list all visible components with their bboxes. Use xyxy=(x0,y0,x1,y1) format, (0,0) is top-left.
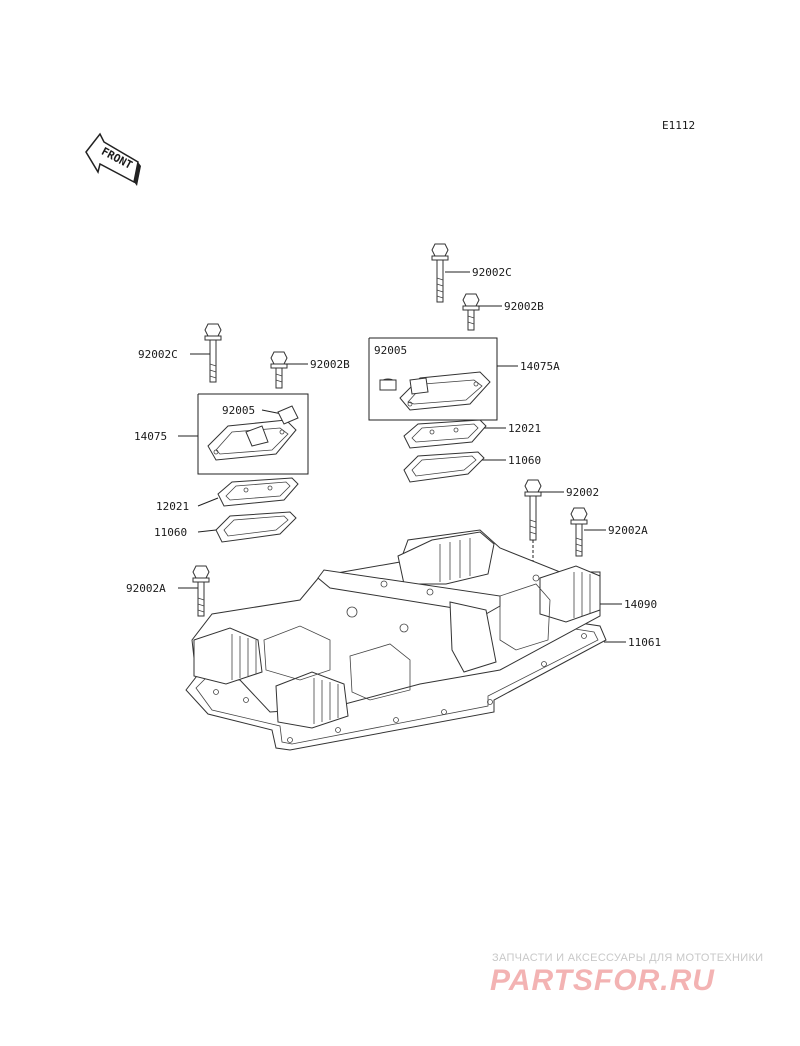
watermark-tagline: ЗАПЧАСТИ И АКСЕССУАРЫ ДЛЯ МОТОТЕХНИКИ xyxy=(492,952,764,964)
callout-92005-right: 92005 xyxy=(374,344,407,357)
callout-92002a-right: 92002A xyxy=(608,524,648,537)
bolt-92002b-right xyxy=(462,293,480,331)
gasket-12021-left xyxy=(217,477,299,507)
callout-92005-left: 92005 xyxy=(222,404,255,417)
callout-92002c-right: 92002C xyxy=(472,266,512,279)
breather-cover-right xyxy=(379,371,491,411)
callout-14090: 14090 xyxy=(624,598,657,611)
bolt-92002a-right xyxy=(570,507,588,557)
callout-92002c-left: 92002C xyxy=(138,348,178,361)
bolt-92002c-left xyxy=(204,323,222,383)
cylinder-head-cover xyxy=(185,529,607,751)
callout-92002a-left: 92002A xyxy=(126,582,166,595)
callout-92002b-left: 92002B xyxy=(310,358,350,371)
callout-92002b-right: 92002B xyxy=(504,300,544,313)
gasket-11060-left xyxy=(215,511,297,543)
gasket-11060-right xyxy=(403,451,485,483)
callout-12021-left: 12021 xyxy=(156,500,189,513)
gasket-12021-right xyxy=(403,419,487,449)
bolt-92002c-right xyxy=(431,243,449,303)
callout-14075a: 14075A xyxy=(520,360,560,373)
front-arrow-icon: FRONT xyxy=(85,132,141,186)
callout-14075: 14075 xyxy=(134,430,167,443)
callout-12021-right: 12021 xyxy=(508,422,541,435)
diagram-code: E1112 xyxy=(662,119,695,132)
callout-11060-left: 11060 xyxy=(154,526,187,539)
callout-11060-right: 11060 xyxy=(508,454,541,467)
bolt-92002b-left xyxy=(270,351,288,389)
watermark-logo: PARTSFOR.RU xyxy=(490,964,715,997)
bolt-92002a-left xyxy=(192,565,210,617)
callout-11061: 11061 xyxy=(628,636,661,649)
breather-cover-left xyxy=(207,405,299,461)
callout-92002: 92002 xyxy=(566,486,599,499)
bolt-92002 xyxy=(524,479,542,541)
